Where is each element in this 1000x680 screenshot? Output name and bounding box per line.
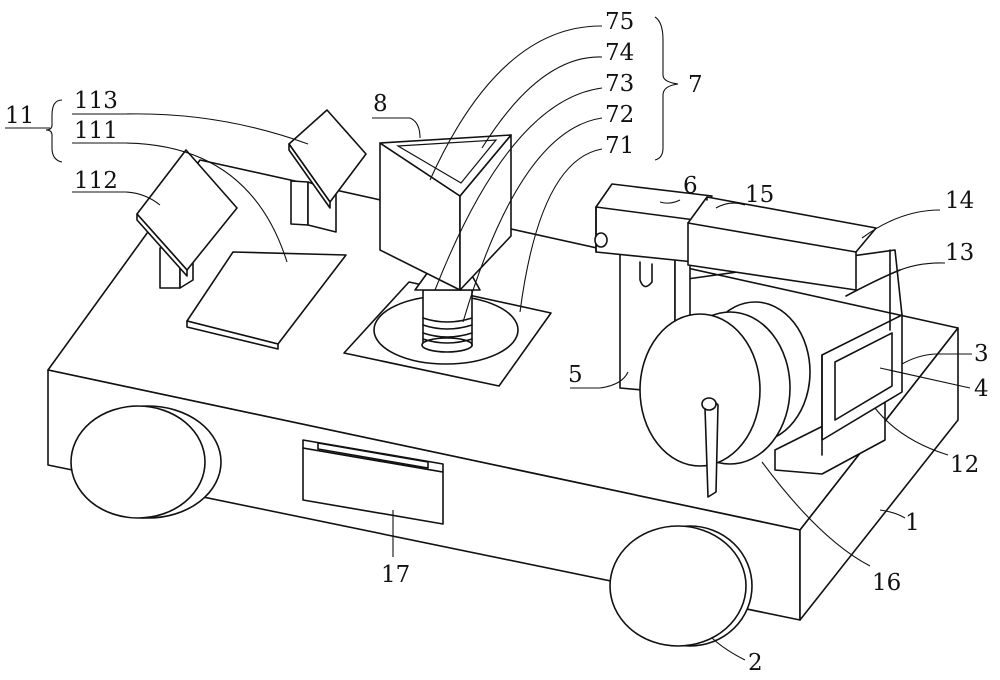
- label-72: 72: [605, 102, 634, 128]
- label-113: 113: [74, 88, 118, 114]
- label-111: 111: [74, 118, 118, 144]
- label-4: 4: [974, 376, 989, 402]
- label-2: 2: [748, 650, 763, 675]
- reference-labels: 11 113 111 112 8 75 74 73 72 71 7 6 15 1…: [5, 9, 989, 676]
- label-16: 16: [872, 570, 901, 596]
- rear-panel-post: [290, 180, 309, 226]
- label-8: 8: [373, 91, 388, 117]
- label-74: 74: [605, 40, 634, 66]
- label-5: 5: [568, 362, 583, 388]
- label-17: 17: [381, 562, 410, 588]
- wheel-front-left: [70, 405, 222, 519]
- cable-reel: [639, 301, 811, 498]
- label-11: 11: [5, 103, 34, 129]
- solar-panel-assembly: [136, 109, 367, 350]
- label-15: 15: [745, 182, 774, 208]
- body-right-face: [799, 327, 959, 621]
- label-7: 7: [688, 72, 703, 98]
- label-1: 1: [905, 510, 920, 536]
- leader-lines: [5, 16, 972, 661]
- drawer: [302, 439, 444, 525]
- label-112: 112: [74, 168, 118, 194]
- label-73: 73: [605, 71, 634, 97]
- lamp-top-face: [379, 134, 512, 197]
- lamp-assembly: [343, 134, 552, 387]
- cable-frame: [679, 249, 903, 475]
- label-12: 12: [950, 452, 979, 478]
- wheel-front-right: [609, 525, 753, 647]
- label-3: 3: [974, 341, 989, 367]
- label-14: 14: [945, 188, 974, 214]
- label-75: 75: [605, 9, 634, 35]
- label-6: 6: [683, 173, 698, 199]
- label-13: 13: [945, 240, 974, 266]
- label-71: 71: [605, 133, 634, 159]
